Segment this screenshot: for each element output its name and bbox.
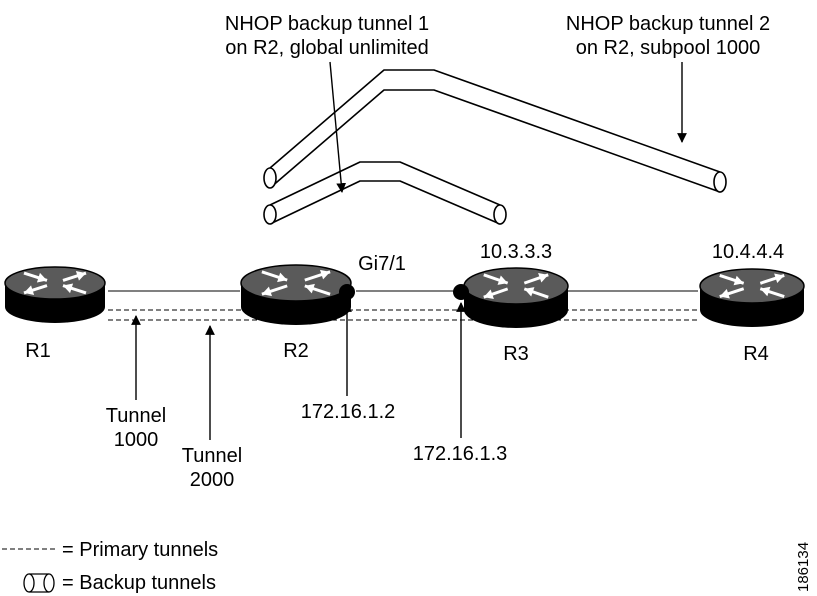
callout-backup-tunnel-2-line1: NHOP backup tunnel 2	[566, 13, 770, 35]
tunnel-1000-label-line1: Tunnel	[106, 405, 166, 427]
router-label-r3: R3	[503, 343, 529, 365]
router-r2-icon	[240, 264, 352, 325]
tunnel-2000-label-line1: Tunnel	[182, 445, 242, 467]
legend-backup-sample	[23, 573, 55, 593]
router-r4-icon	[699, 268, 805, 327]
backup-tunnel-2	[263, 69, 727, 193]
interface-dot-r3	[453, 284, 469, 300]
legend: = Primary tunnels = Backup tunnels	[2, 539, 218, 594]
figure-id: 186134	[795, 542, 812, 592]
router-label-r2: R2	[283, 340, 309, 362]
callout-arrow-1	[329, 61, 347, 193]
legend-primary-label: = Primary tunnels	[62, 539, 218, 561]
router-address-r3: 10.3.3.3	[480, 241, 552, 263]
links	[108, 290, 698, 321]
callout-backup-tunnel-1-line2: on R2, global unlimited	[225, 37, 428, 59]
interface-dot-r2	[339, 284, 355, 300]
tunnel-1000-label-line2: 1000	[114, 429, 159, 451]
router-r3-icon	[463, 267, 569, 328]
router-r1-icon	[4, 266, 106, 323]
router-label-r4: R4	[743, 343, 769, 365]
interface-label-gi: Gi7/1	[358, 253, 406, 275]
backup-tunnel-1	[263, 161, 507, 225]
tunnel-2000-label-line2: 2000	[190, 469, 235, 491]
router-address-r4: 10.4.4.4	[712, 241, 784, 263]
callout-backup-tunnel-1-line1: NHOP backup tunnel 1	[225, 13, 429, 35]
legend-backup-label: = Backup tunnels	[62, 572, 216, 594]
ip-r3-label: 172.16.1.3	[413, 443, 508, 465]
ip-r2-label: 172.16.1.2	[301, 401, 396, 423]
router-label-r1: R1	[25, 340, 51, 362]
callout-backup-tunnel-2-line2: on R2, subpool 1000	[576, 37, 761, 59]
